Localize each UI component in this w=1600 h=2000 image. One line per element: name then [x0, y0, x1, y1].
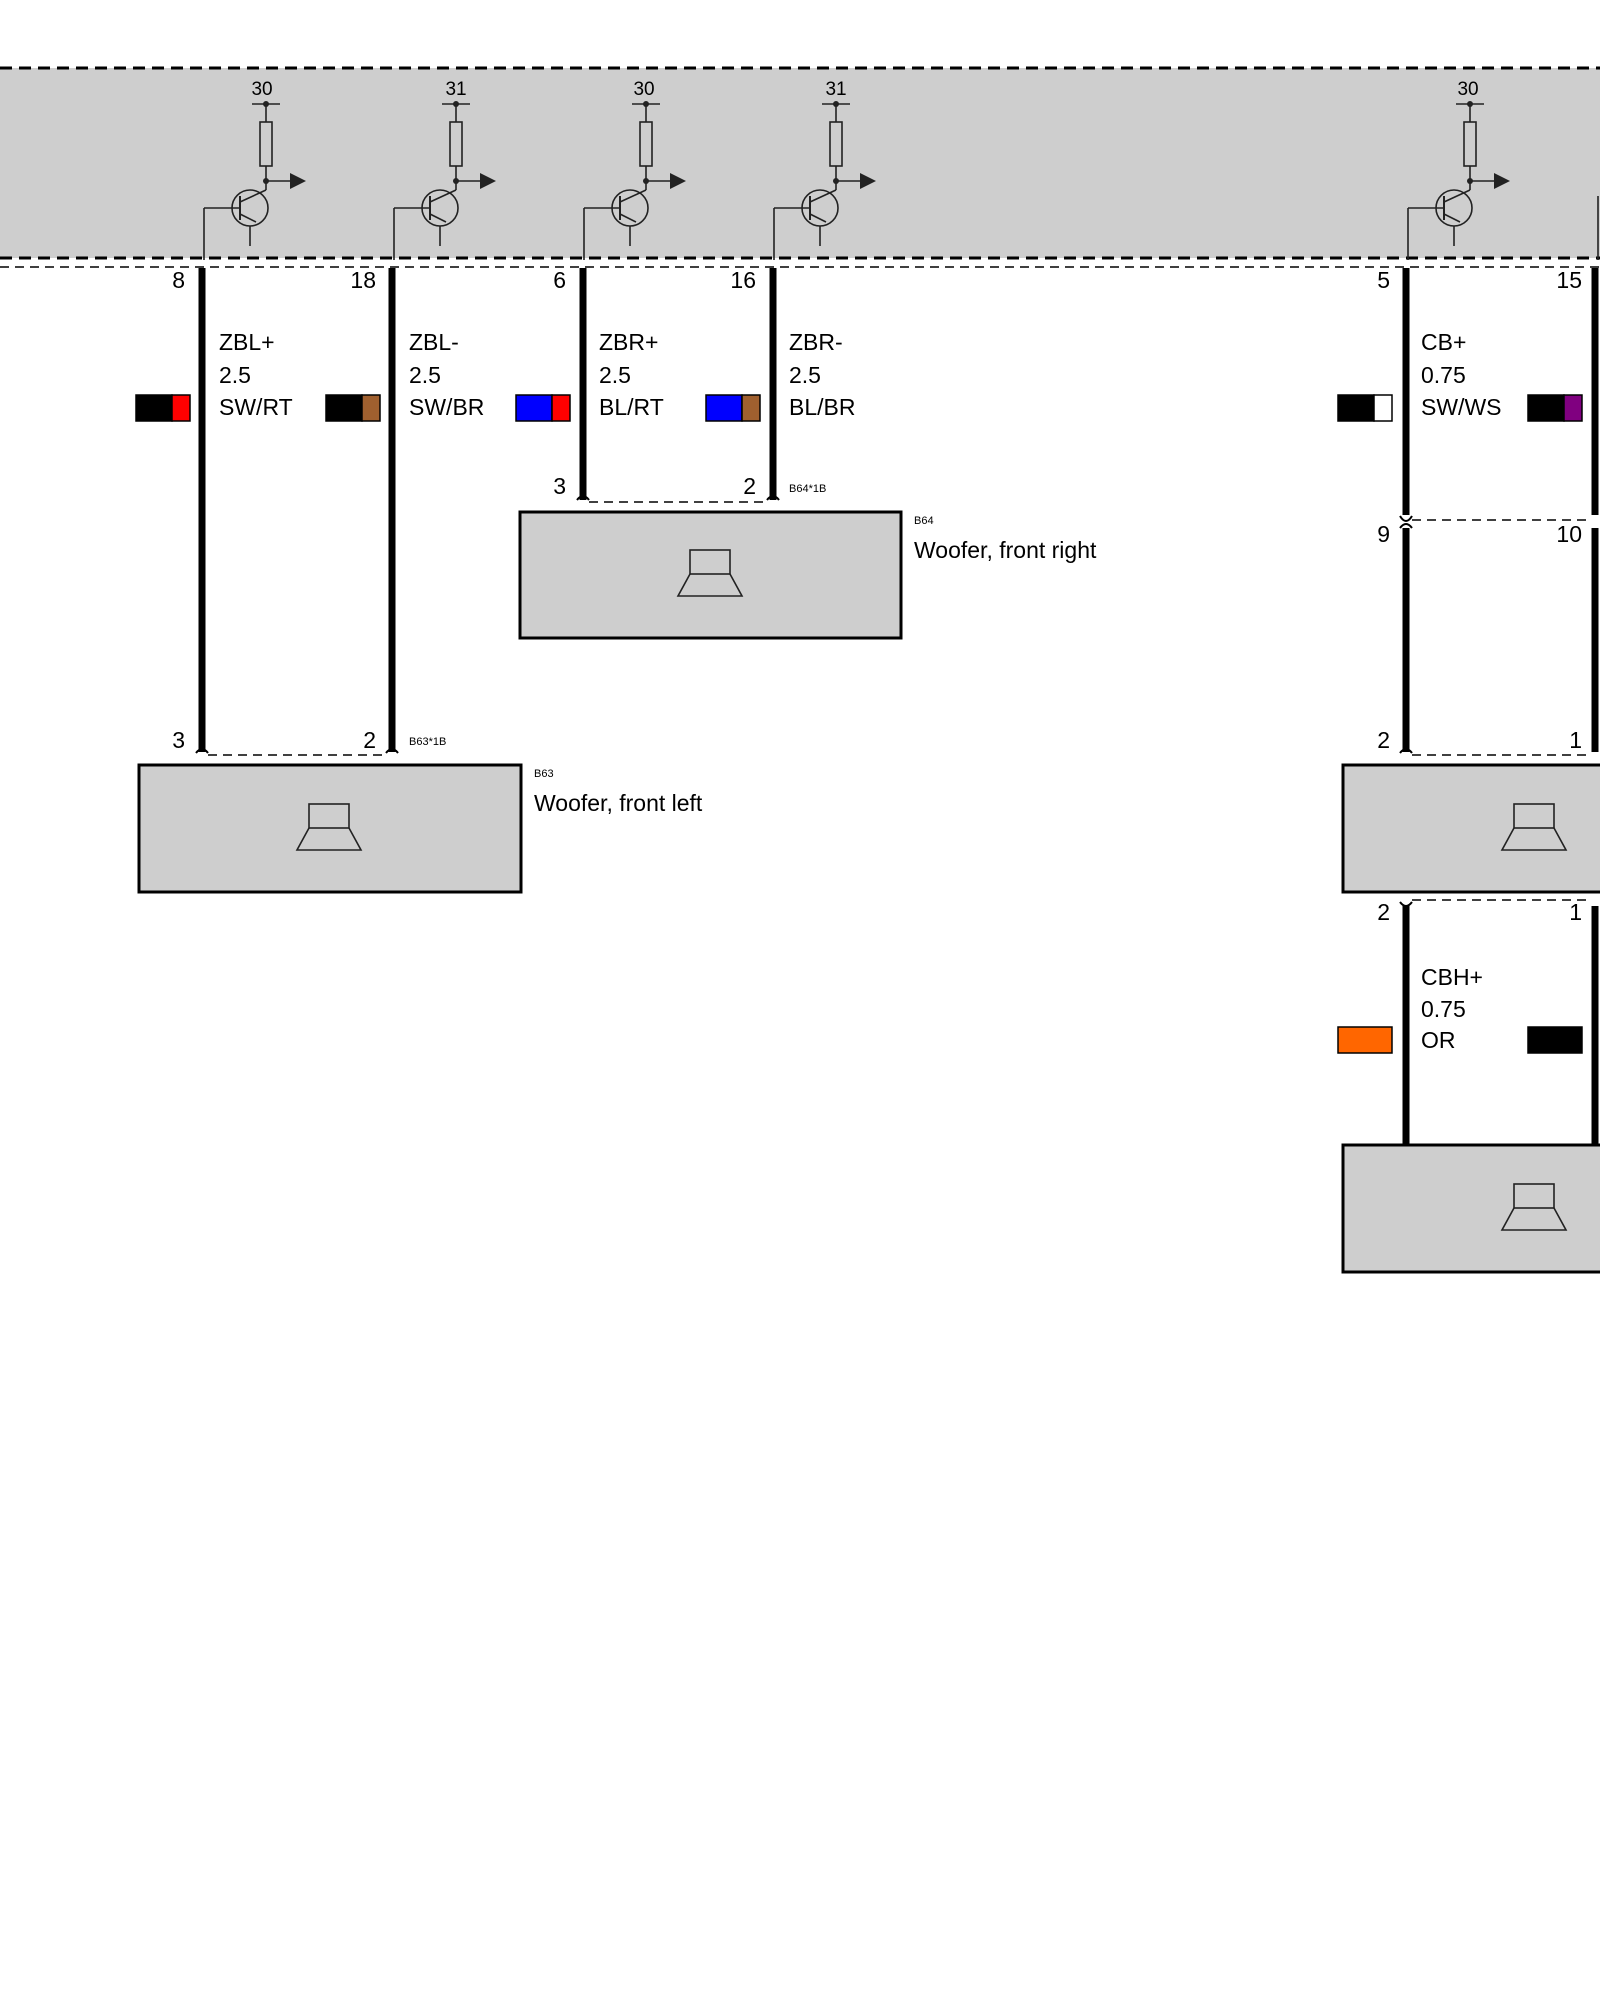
wire-color-swatch	[1337, 394, 1393, 422]
pin-number: 16	[730, 267, 756, 293]
pin-number: 1	[1569, 899, 1582, 925]
wire-name: CB+	[1421, 329, 1466, 355]
connector-speaker-upper: 2 1	[1377, 727, 1589, 756]
wire-color-code: SW/BR	[409, 394, 484, 420]
terminal-label: 30	[633, 79, 654, 100]
pin-number: 3	[553, 473, 566, 499]
terminal-label: 31	[445, 79, 466, 100]
wire-cbh-plus: CBH+ 0.75 OR	[1337, 906, 1599, 1145]
terminal-label: 30	[251, 79, 272, 100]
wire-zbl-plus: 8 ZBL+ 2.5 SW/RT 3	[135, 267, 293, 753]
wire-color-swatch	[135, 394, 191, 422]
wire-cross-section: 0.75	[1421, 996, 1466, 1022]
pin-number: 2	[743, 473, 756, 499]
wire-cross-section: 2.5	[219, 362, 251, 388]
wire-color-code: BL/BR	[789, 394, 855, 420]
wire-cross-section: 0.75	[1421, 362, 1466, 388]
component-code: B63	[534, 768, 554, 780]
pin-number: 3	[172, 727, 185, 753]
pin-number: 6	[553, 267, 566, 293]
wire-cross-section: 2.5	[409, 362, 441, 388]
wire-color-swatch	[1527, 394, 1583, 422]
component-name: Woofer, front right	[914, 537, 1097, 563]
speaker-right-upper	[1341, 763, 1600, 894]
transistor-stage-1: 30	[203, 79, 306, 260]
wire-color-code: SW/RT	[219, 394, 293, 420]
pin-number: 1	[1569, 727, 1582, 753]
woofer-front-left: B63 Woofer, front left	[137, 763, 703, 894]
wire-pin-15: 15	[1527, 267, 1599, 515]
terminal-label: 30	[1457, 79, 1478, 100]
wire-cross-section: 2.5	[599, 362, 631, 388]
wire-cross-section: 2.5	[789, 362, 821, 388]
wire-color-code: OR	[1421, 1027, 1456, 1053]
pin-number: 18	[350, 267, 376, 293]
pin-number: 2	[1377, 727, 1390, 753]
control-unit	[0, 66, 1600, 268]
pin-number: 5	[1377, 267, 1390, 293]
wire-zbr-plus: 6 ZBR+ 2.5 BL/RT 3	[515, 267, 664, 500]
wire-color-swatch	[705, 394, 761, 422]
transistor-stage-4: 31	[773, 79, 876, 260]
wire-zbl-minus: 18 ZBL- 2.5 SW/BR 2	[325, 267, 484, 753]
wire-color-swatch	[325, 394, 381, 422]
transistor-stage-3: 30	[583, 79, 686, 260]
transistor-stage-5: 30	[1407, 79, 1510, 260]
wire-name: CBH+	[1421, 964, 1483, 990]
wire-color-swatch	[515, 394, 571, 422]
connector-b64-1b: B64*1B	[576, 483, 826, 503]
component-name: Woofer, front left	[534, 790, 703, 816]
wire-color-swatch	[1337, 1026, 1393, 1054]
wire-name: ZBL+	[219, 329, 275, 355]
pin-number: 9	[1377, 521, 1390, 547]
connector-label: B63*1B	[409, 736, 446, 748]
wire-color-code: SW/WS	[1421, 394, 1502, 420]
pin-number: 2	[1377, 899, 1390, 925]
transistor-stage-2: 31	[393, 79, 496, 260]
pin-number: 2	[363, 727, 376, 753]
connector-label: B64*1B	[789, 483, 826, 495]
terminal-label: 31	[825, 79, 846, 100]
pin-number: 10	[1556, 521, 1582, 547]
pin-number: 15	[1556, 267, 1582, 293]
component-code: B64	[914, 515, 934, 527]
woofer-front-right: B64 Woofer, front right	[518, 510, 1097, 640]
wire-color-swatch	[1527, 1026, 1583, 1054]
wire-name: ZBR+	[599, 329, 658, 355]
wire-name: ZBR-	[789, 329, 843, 355]
wire-color-code: BL/RT	[599, 394, 664, 420]
wire-cb-plus: 5 CB+ 0.75 SW/WS	[1337, 267, 1502, 515]
pin-number: 8	[172, 267, 185, 293]
connector-speaker-lower: 2 1	[1377, 899, 1589, 925]
speaker-right-lower	[1341, 1143, 1600, 1274]
connector-intermediate: 9 10	[1377, 515, 1589, 547]
wire-zbr-minus: 16 ZBR- 2.5 BL/BR 2	[705, 267, 855, 500]
connector-b63-1b: B63*1B	[195, 736, 446, 756]
wire-name: ZBL-	[409, 329, 459, 355]
